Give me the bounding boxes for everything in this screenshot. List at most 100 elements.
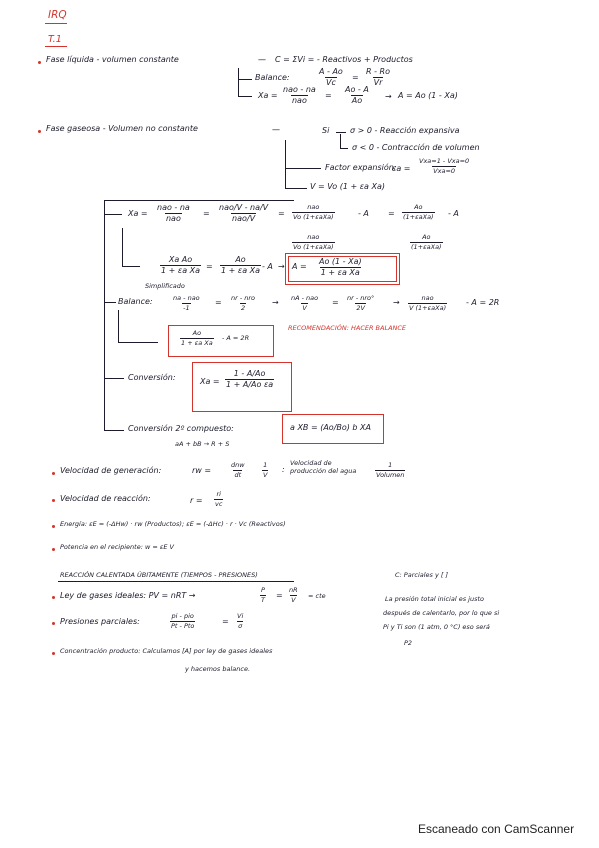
math-symbol: Xa = xyxy=(200,377,220,386)
divider xyxy=(238,68,239,96)
section-label: T.1 xyxy=(48,34,62,45)
math-symbol: - A xyxy=(262,262,273,271)
section-underline xyxy=(45,46,67,48)
xa-result: A = Ao (1 - Xa) xyxy=(398,91,458,100)
math-symbol: : xyxy=(282,465,285,474)
note-line-3: Pi y Ti son (1 atm, 0 °C) eso será xyxy=(383,623,490,631)
math-symbol: = xyxy=(276,591,283,600)
fraction: Ao (1 - Xa)1 + εa Xa xyxy=(319,257,362,277)
divider xyxy=(104,378,124,379)
heated-title: REACCIÓN CALENTADA ÚBITAMENTE (TIEMPOS -… xyxy=(60,571,258,579)
divider xyxy=(238,79,252,80)
math-symbol: - A = 2R xyxy=(222,334,250,342)
boxed-conversion2 xyxy=(282,414,384,444)
math-symbol: εa = xyxy=(392,164,411,173)
bullet xyxy=(52,525,55,528)
divider xyxy=(118,310,119,342)
simplified-note: Simplificado xyxy=(145,282,185,290)
boxed-result xyxy=(285,253,400,285)
math-symbol: = cte xyxy=(308,592,326,600)
factor-label: Factor expansión: xyxy=(325,163,397,172)
concentration-line-2: y hacemos balance. xyxy=(185,665,251,673)
concentration-line-1: Concentración producto: Calculamos [A] p… xyxy=(60,647,273,655)
boxed-result-inner xyxy=(288,256,397,282)
divider xyxy=(340,148,348,149)
bullet xyxy=(38,61,41,64)
math-symbol: — xyxy=(272,125,280,134)
divider xyxy=(122,266,140,267)
divider xyxy=(122,228,123,266)
divider xyxy=(285,140,286,188)
bullet xyxy=(38,130,41,133)
generation-label: Velocidad de generación: xyxy=(60,466,162,475)
divider xyxy=(336,132,346,133)
gas-law: Ley de gases ideales: PV = nRT → xyxy=(60,591,196,600)
fraction: na - nao-1 xyxy=(173,294,200,312)
math-symbol: → xyxy=(393,298,400,307)
math-symbol: r = xyxy=(190,496,203,505)
liquid-sum: C = ΣVi = - Reactivos + Productos xyxy=(275,55,413,64)
math-symbol: - A xyxy=(448,209,459,218)
liquid-label: Fase líquida - volumen constante xyxy=(46,55,179,64)
divider xyxy=(104,200,294,201)
math-symbol: = xyxy=(203,209,210,218)
gas-si: Si xyxy=(322,126,330,135)
volume-eq: V = Vo (1 + εa Xa) xyxy=(310,182,385,191)
heated-title-rest: C: Parciales y [ ] xyxy=(395,571,449,579)
divider xyxy=(104,430,124,431)
bullet xyxy=(52,596,55,599)
math-symbol: → xyxy=(272,298,279,307)
fraction: nr - nro°2V xyxy=(347,294,375,312)
gas-label: Fase gaseosa - Volumen no constante xyxy=(46,124,198,133)
xa-label: Xa = xyxy=(258,91,278,100)
conversion2-label: Conversión 2º compuesto: xyxy=(128,424,234,433)
divider xyxy=(104,200,105,430)
math-symbol: rw = xyxy=(192,466,212,475)
divider xyxy=(340,134,341,148)
reaction-rate-label: Velocidad de reacción: xyxy=(60,494,151,503)
math-symbol: = xyxy=(215,298,222,307)
bullet xyxy=(52,472,55,475)
conversion-label: Conversión: xyxy=(128,373,176,382)
boxed-balance xyxy=(168,325,274,357)
math-symbol: = xyxy=(278,209,285,218)
bullet xyxy=(52,622,55,625)
energy-eq: Energía: εE = (-ΔHw) · rw (Productos); ε… xyxy=(60,520,286,528)
title-underline xyxy=(45,23,67,25)
math-symbol: - A xyxy=(358,209,369,218)
note-line-1: La presión total inicial es justo xyxy=(385,595,485,603)
note-line-4: P2 xyxy=(404,639,413,647)
math-symbol: = xyxy=(206,262,213,271)
math-symbol: = xyxy=(325,91,332,100)
fraction: Ao(1+εaXa) xyxy=(402,203,435,221)
bullet xyxy=(52,652,55,655)
divider xyxy=(118,342,158,343)
bullet xyxy=(52,499,55,502)
fraction: Ao(1+εaXa) xyxy=(410,233,443,251)
math-symbol: - A = 2R xyxy=(466,298,500,307)
power-eq: Potencia en el recipiente: w = εE V xyxy=(60,543,174,551)
divider xyxy=(285,168,321,169)
math-symbol: → xyxy=(385,92,392,101)
math-symbol: a XB = (Ao/Bo) b XA xyxy=(290,423,372,432)
